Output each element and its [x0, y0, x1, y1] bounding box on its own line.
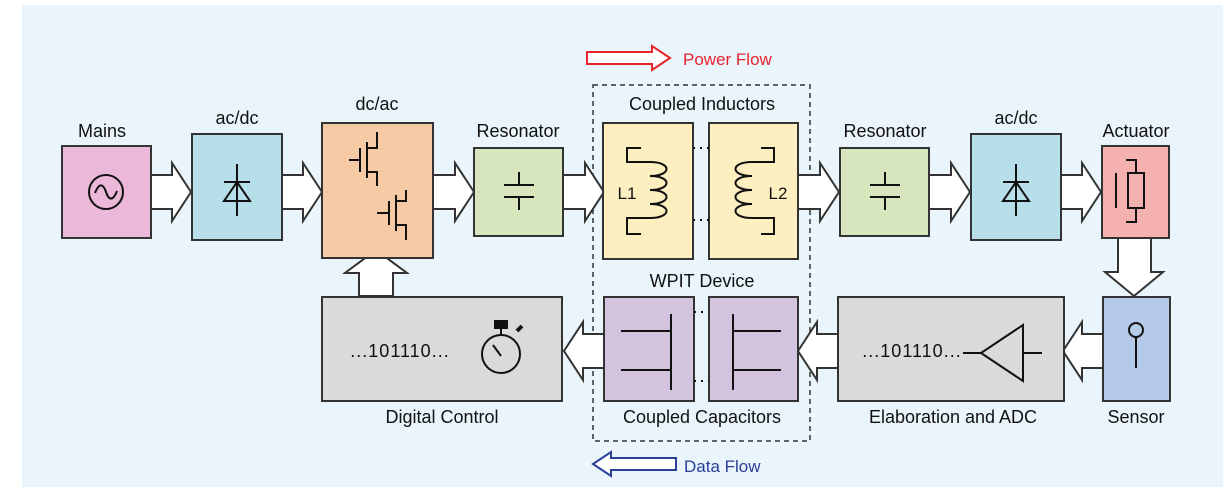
sensor-label: Sensor — [1107, 407, 1164, 427]
actuator-label: Actuator — [1102, 121, 1169, 141]
coupled-capacitor-dots — [694, 311, 709, 382]
dcac-label: dc/ac — [355, 94, 398, 114]
arrow-sensor-to-adc — [1061, 318, 1104, 384]
inductor-coil-l2-icon — [734, 147, 775, 235]
inductor-coil-l1-icon — [626, 147, 668, 235]
digital-control-bits: ...101110... — [350, 341, 449, 361]
capacitor-plate-left-icon — [621, 314, 672, 390]
adc-block — [837, 296, 1065, 402]
ac-source-icon — [88, 174, 124, 210]
data-flow-legend: Data Flow — [591, 450, 761, 478]
arrow-resonator-to-acdc — [928, 159, 972, 225]
arrow-resonator-to-l1 — [562, 159, 606, 225]
capacitor-plate-right-icon — [732, 314, 781, 390]
wpit-device-boundary — [592, 84, 811, 442]
capacitor-left-block — [603, 296, 695, 402]
diode-icon — [222, 164, 252, 216]
acdc-out-label: ac/dc — [994, 108, 1037, 128]
arrow-l2-to-resonator — [797, 159, 841, 225]
capacitor-icon-rx — [870, 172, 900, 210]
arrow-actuator-to-sensor — [1102, 236, 1166, 298]
arrow-acdc-to-dcac — [281, 159, 324, 225]
inductor-l2-block — [708, 122, 799, 260]
mains-label: Mains — [78, 121, 126, 141]
digital-control-block — [321, 296, 563, 402]
resonator-rx-block — [839, 147, 930, 237]
capacitor-icon-tx — [504, 172, 534, 210]
inductor-l1-label: L1 — [618, 184, 637, 203]
resonator-tx-label: Resonator — [476, 121, 559, 141]
acdc-in-label: ac/dc — [215, 108, 258, 128]
coupling-dots — [693, 147, 709, 221]
capacitor-right-block — [708, 296, 799, 402]
actuator-icon — [1115, 159, 1145, 223]
transistor-icon-upper — [349, 132, 378, 186]
resonator-tx-block — [473, 147, 564, 237]
coupled-capacitors-label: Coupled Capacitors — [623, 407, 781, 427]
coupled-inductors-label: Coupled Inductors — [629, 94, 775, 114]
wpit-device-label: WPIT Device — [650, 271, 755, 291]
power-arrows — [149, 159, 1166, 298]
data-flow-label: Data Flow — [684, 457, 761, 476]
elaboration-adc-label: Elaboration and ADC — [869, 407, 1037, 427]
stopwatch-icon — [481, 320, 524, 374]
power-flow-arrow-icon — [586, 44, 672, 72]
arrow-control-to-dcac — [341, 248, 411, 297]
data-flow-arrow-icon — [591, 450, 677, 478]
arrow-dcac-to-resonator — [432, 159, 476, 225]
power-flow-legend: Power Flow — [586, 44, 773, 72]
arrow-capacitor-to-control — [562, 318, 605, 384]
adc-bits: ...101110... — [862, 341, 961, 361]
arrow-mains-to-acdc — [149, 159, 193, 225]
diode-icon-out — [1001, 164, 1031, 216]
transistor-icon-lower — [377, 190, 407, 240]
amplifier-icon — [963, 323, 1042, 383]
arrow-adc-to-capacitor — [796, 318, 839, 384]
data-arrows — [562, 318, 1104, 384]
inductor-l2-label: L2 — [769, 184, 788, 203]
power-flow-label: Power Flow — [683, 50, 773, 69]
resonator-rx-label: Resonator — [843, 121, 926, 141]
digital-control-label: Digital Control — [385, 407, 498, 427]
sensor-probe-icon — [1128, 322, 1144, 368]
arrow-acdc-to-actuator — [1060, 159, 1103, 225]
inductor-l1-block — [602, 122, 694, 260]
